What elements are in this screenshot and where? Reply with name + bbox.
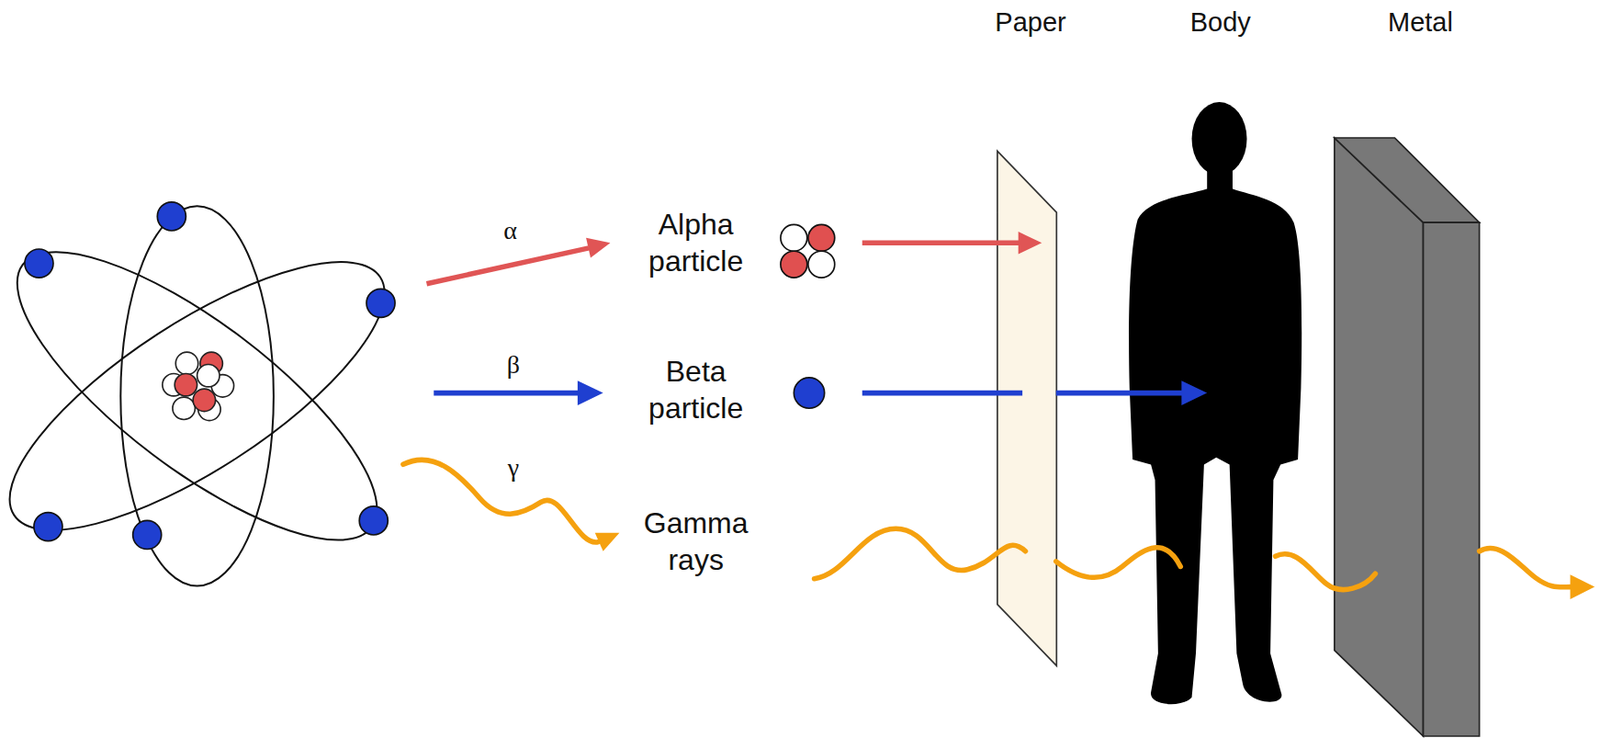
greek-symbol: γ xyxy=(507,451,519,484)
arrowhead xyxy=(595,532,620,552)
electron xyxy=(33,512,63,541)
gamma-wave xyxy=(1275,553,1376,590)
barrier-shape xyxy=(1122,0,1317,715)
barrier-label: Body xyxy=(1190,6,1251,39)
gamma-wave xyxy=(1479,547,1572,586)
greek-symbol: β xyxy=(507,349,520,381)
arrowhead xyxy=(577,380,604,406)
electron xyxy=(24,248,54,278)
gamma-wave xyxy=(403,459,598,542)
greek-symbol: α xyxy=(503,214,518,247)
beta-arrow xyxy=(433,390,580,396)
barrier: Metal xyxy=(1326,0,1495,738)
metal-front xyxy=(1423,222,1480,736)
beta-arrow xyxy=(1056,390,1184,396)
electron xyxy=(366,288,395,317)
alpha-proton xyxy=(808,224,835,251)
alpha-neutron xyxy=(808,250,835,278)
barrier-label: Paper xyxy=(994,6,1066,39)
orbit xyxy=(120,205,274,586)
alpha-proton xyxy=(780,250,808,278)
barrier: Body xyxy=(1122,0,1317,715)
arrowhead xyxy=(1018,231,1043,254)
beta-arrow xyxy=(862,390,1023,396)
neutron xyxy=(172,396,195,419)
neutron xyxy=(197,364,220,387)
electron xyxy=(359,506,388,535)
barrier-label: Metal xyxy=(1387,6,1454,39)
arrowhead xyxy=(1181,380,1207,406)
metal-top xyxy=(1334,137,1480,223)
gamma-wave xyxy=(1056,547,1181,578)
alpha-arrow xyxy=(862,240,1021,247)
arrowhead xyxy=(585,237,610,259)
barrier-shape xyxy=(1326,0,1495,738)
barrier-shape xyxy=(980,0,1078,674)
particle-label: Beta particle xyxy=(627,352,766,427)
metal-block xyxy=(1334,137,1480,736)
neutron xyxy=(175,351,198,374)
particle-label: Gamma rays xyxy=(627,504,766,578)
metal-side xyxy=(1334,137,1424,736)
electron xyxy=(157,202,186,231)
orbit xyxy=(0,214,420,576)
gamma-wave xyxy=(814,528,1026,578)
alpha-neutron xyxy=(780,224,808,251)
proton xyxy=(192,388,215,411)
alpha-arrow xyxy=(427,247,590,284)
barrier: Paper xyxy=(980,0,1078,674)
body-silhouette xyxy=(1128,163,1302,704)
paper-sheet xyxy=(996,150,1056,665)
particle-label: Alpha particle xyxy=(627,205,766,280)
arrowhead xyxy=(1570,574,1596,599)
electron xyxy=(133,519,162,549)
proton xyxy=(174,372,197,395)
beta-electron xyxy=(793,377,824,408)
